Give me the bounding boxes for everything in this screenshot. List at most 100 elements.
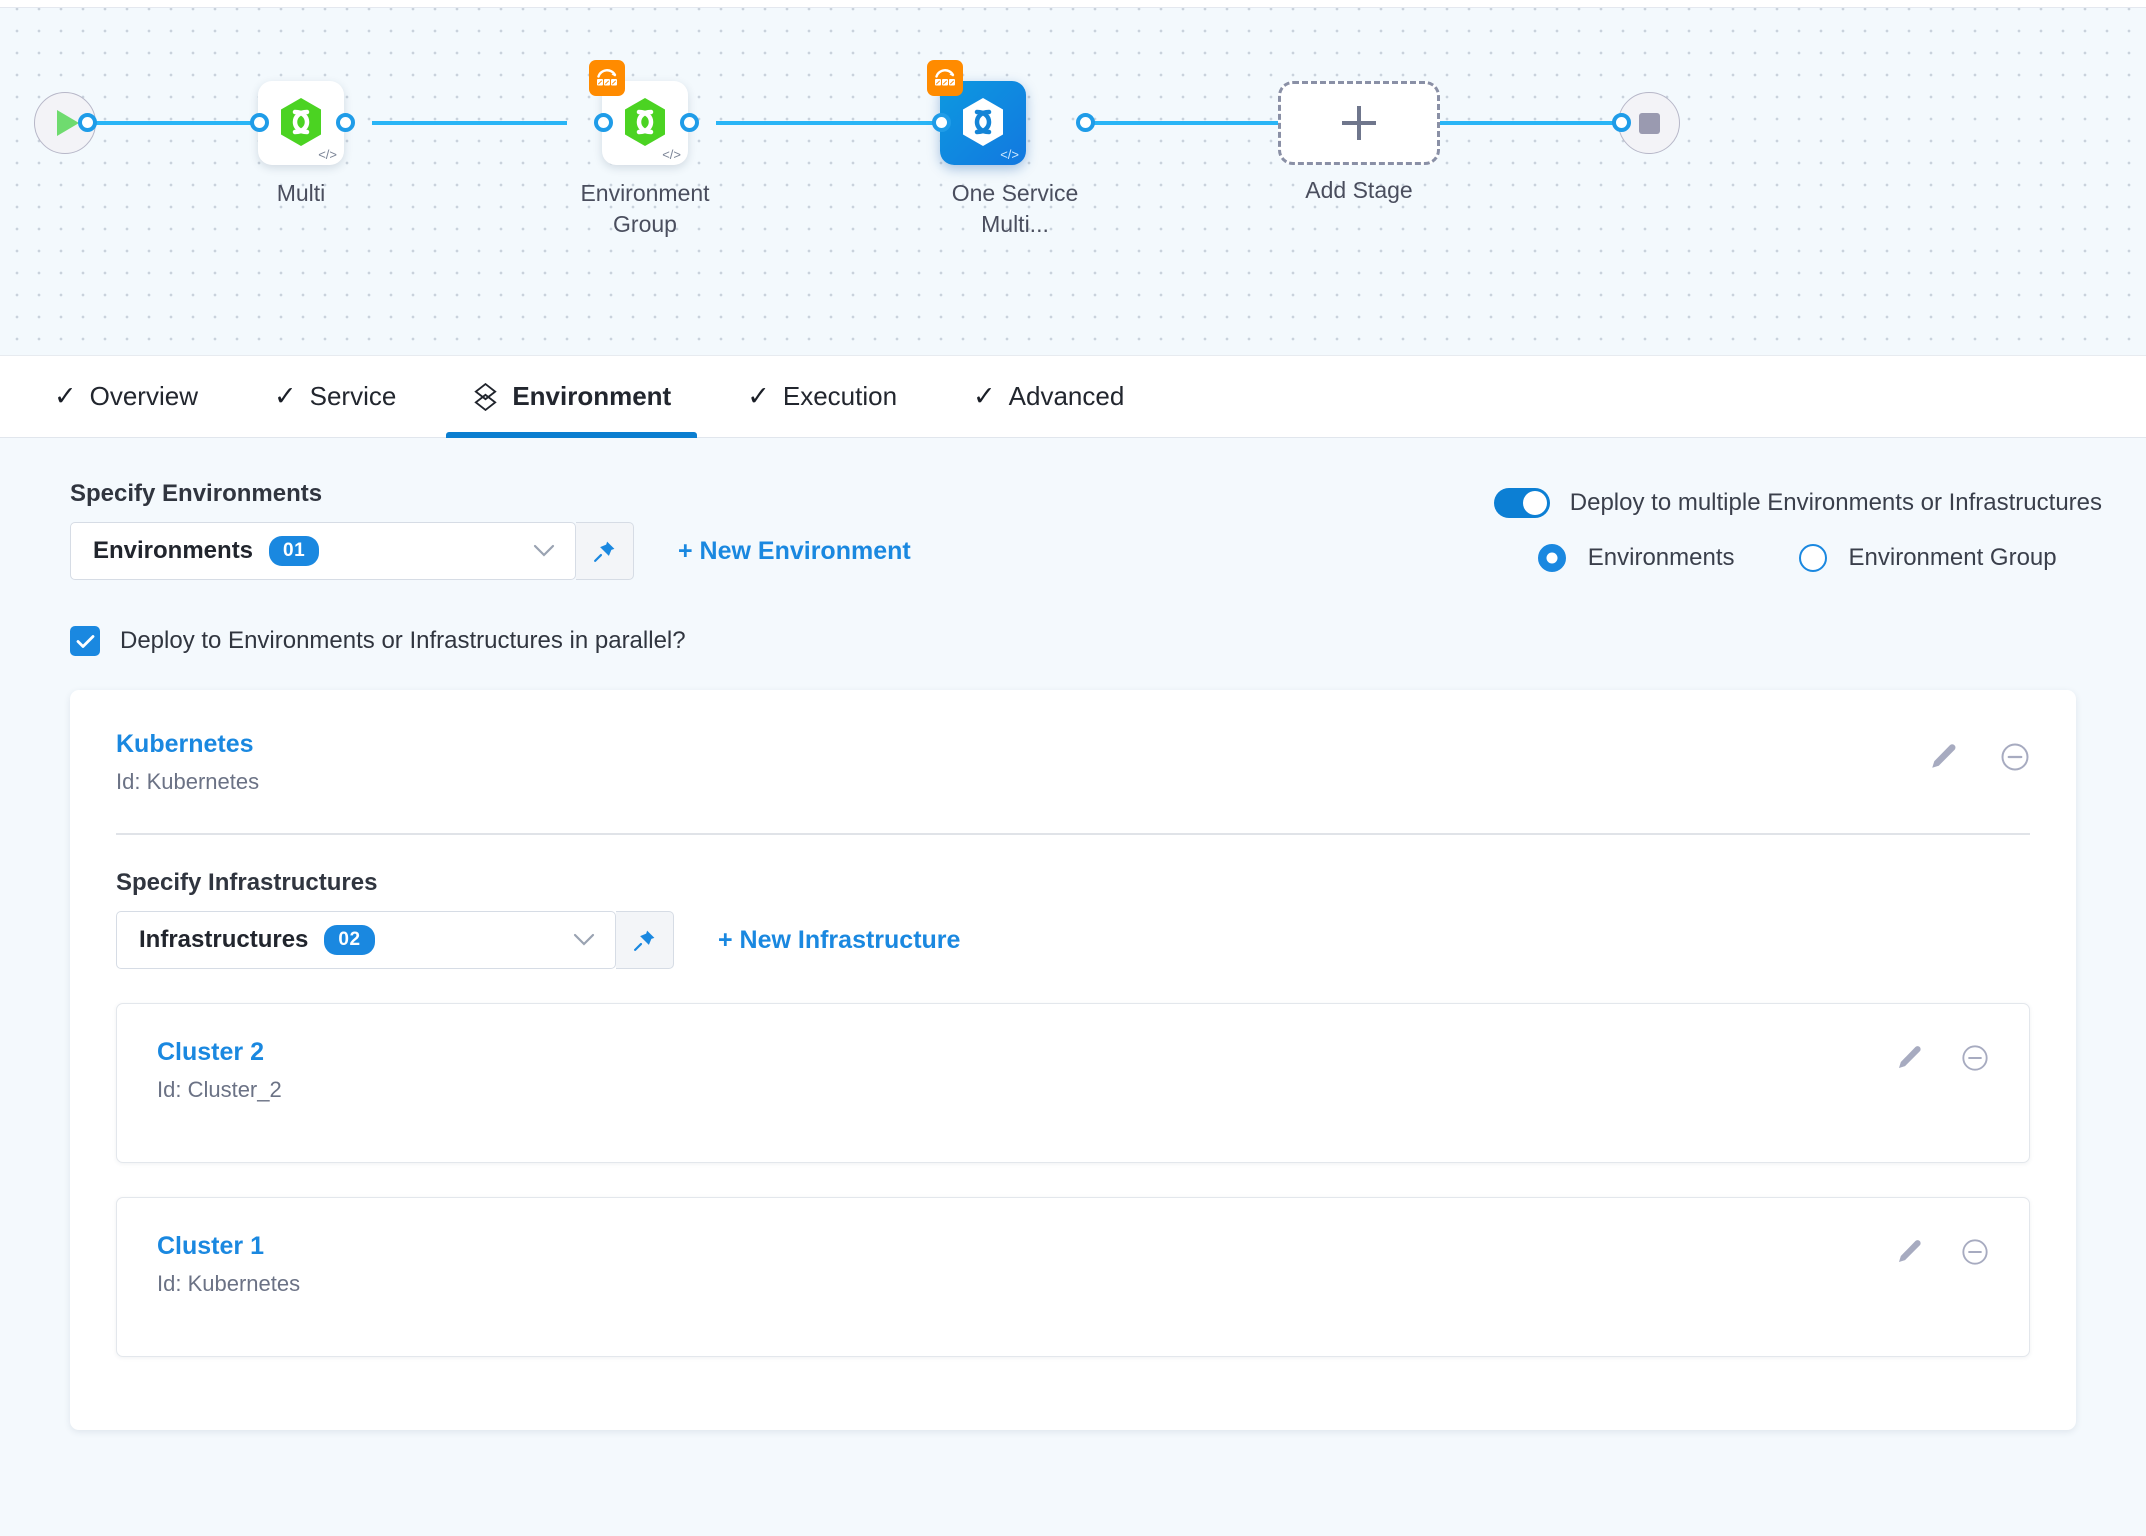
infrastructures-count-badge: 02	[324, 925, 375, 955]
harness-hexagon-icon	[963, 98, 1003, 146]
add-stage-label: Add Stage	[1305, 177, 1413, 203]
infrastructure-identity: Cluster 2 Id: Cluster_2	[157, 1038, 282, 1103]
pencil-icon	[1932, 744, 1956, 768]
pipeline-port[interactable]	[680, 113, 699, 132]
tab-service[interactable]: ✓ Service	[248, 356, 422, 437]
radio-environments[interactable]	[1537, 544, 1566, 572]
pipeline-wire	[372, 121, 567, 125]
pipeline-port[interactable]	[250, 113, 269, 132]
infrastructure-card: Cluster 2 Id: Cluster_2	[116, 1003, 2030, 1163]
infrastructure-name-link[interactable]: Cluster 2	[157, 1038, 264, 1066]
environment-name-link[interactable]: Kubernetes	[116, 730, 254, 758]
chevron-down-icon[interactable]	[533, 544, 555, 558]
parallel-deploy-checkbox[interactable]	[70, 626, 100, 656]
stage-code-icon: </>	[1000, 147, 1019, 162]
remove-environment-button[interactable]	[2000, 742, 2030, 772]
tab-execution[interactable]: ✓ Execution	[721, 356, 923, 437]
deploy-options-group: Deploy to multiple Environments or Infra…	[1493, 480, 2102, 580]
radio-environment-group-label: Environment Group	[1848, 544, 2057, 571]
new-environment-button[interactable]: + New Environment	[678, 536, 911, 565]
pencil-icon	[1898, 1240, 1921, 1263]
stop-icon	[1638, 112, 1660, 134]
infrastructure-name-link[interactable]: Cluster 1	[157, 1232, 264, 1260]
pin-infrastructures-button[interactable]	[616, 911, 674, 969]
pipeline-port[interactable]	[1076, 113, 1095, 132]
specify-environments-label: Specify Environments	[70, 480, 323, 507]
chevron-down-icon[interactable]	[573, 933, 595, 947]
pipeline-stage-one-service-multi[interactable]: </>	[927, 60, 1026, 165]
infrastructure-id: Id: Cluster_2	[157, 1077, 282, 1102]
matrix-strategy-icon	[927, 60, 963, 96]
infrastructures-select-value: Infrastructures	[139, 926, 309, 953]
edit-infrastructure-button[interactable]	[1895, 1238, 1923, 1266]
pencil-icon	[1898, 1046, 1921, 1069]
check-icon: ✓	[973, 381, 996, 411]
play-icon	[56, 110, 79, 136]
pipeline-wire	[716, 121, 936, 125]
edit-environment-button[interactable]	[1928, 742, 1958, 772]
stage-code-icon: </>	[662, 147, 681, 162]
pipeline-stage-label: Environment Group	[580, 180, 710, 237]
infrastructure-id: Id: Kubernetes	[157, 1271, 301, 1296]
tab-label: Environment	[512, 381, 672, 411]
tab-label: Execution	[782, 381, 898, 411]
environments-count-badge: 01	[269, 536, 320, 566]
deploy-multiple-label: Deploy to multiple Environments or Infra…	[1569, 489, 2102, 516]
pipeline-port[interactable]	[1612, 113, 1631, 132]
pipeline-canvas[interactable]: </> Multi </> Environment Group	[0, 8, 2146, 356]
check-icon: ✓	[747, 381, 770, 411]
toggle-knob	[1522, 491, 1547, 515]
radio-environment-group[interactable]	[1798, 544, 1827, 572]
deploy-multiple-toggle[interactable]	[1493, 488, 1550, 518]
minus-circle-icon	[2001, 743, 2029, 771]
parallel-deploy-label: Deploy to Environments or Infrastructure…	[120, 627, 686, 654]
matrix-strategy-icon	[589, 60, 625, 96]
remove-infrastructure-button[interactable]	[1961, 1238, 1989, 1266]
pipeline-port[interactable]	[336, 113, 355, 132]
pipeline-wire	[88, 121, 263, 125]
environment-identity: Kubernetes Id: Kubernetes	[116, 730, 259, 795]
pipeline-stage-environment-group[interactable]: </>	[589, 60, 688, 165]
new-infrastructure-button[interactable]: + New Infrastructure	[718, 925, 961, 954]
pipeline-stage-multi[interactable]: </>	[258, 81, 344, 165]
layers-icon	[474, 382, 497, 411]
environment-card: Kubernetes Id: Kubernetes Spe	[70, 690, 2076, 1430]
stage-config-tabs[interactable]: ✓ Overview ✓ Service Environment ✓ Execu…	[0, 356, 2146, 438]
pin-icon	[594, 541, 615, 562]
plus-icon	[1342, 106, 1376, 140]
tab-overview[interactable]: ✓ Overview	[28, 356, 224, 437]
card-divider	[116, 833, 2030, 835]
pipeline-stage-label: Multi	[276, 180, 326, 206]
environments-select[interactable]: Environments 01	[70, 522, 576, 580]
add-stage-button[interactable]	[1278, 81, 1440, 165]
tab-environment[interactable]: Environment	[446, 356, 698, 438]
environment-id: Id: Kubernetes	[116, 769, 260, 794]
check-icon: ✓	[273, 381, 297, 411]
window-top-strip	[0, 0, 2146, 8]
check-icon	[76, 634, 94, 648]
edit-infrastructure-button[interactable]	[1895, 1044, 1923, 1072]
pipeline-port[interactable]	[78, 113, 97, 132]
tab-label: Service	[309, 381, 397, 411]
minus-circle-icon	[1962, 1045, 1988, 1071]
harness-hexagon-icon	[625, 98, 665, 146]
pipeline-port[interactable]	[594, 113, 613, 132]
tab-advanced[interactable]: ✓ Advanced	[947, 356, 1150, 437]
pin-environments-button[interactable]	[576, 522, 634, 580]
pipeline-port[interactable]	[932, 113, 951, 132]
radio-environments-label: Environments	[1587, 544, 1735, 571]
stage-code-icon: </>	[318, 147, 337, 162]
minus-circle-icon	[1962, 1239, 1988, 1265]
pipeline-wire	[1430, 121, 1630, 125]
pipeline-stage-label: One Service Multi...	[951, 180, 1079, 237]
tab-label: Overview	[89, 381, 198, 411]
infrastructure-identity: Cluster 1 Id: Kubernetes	[157, 1232, 300, 1297]
specify-infrastructures-group: Specify Infrastructures Infrastructures …	[116, 835, 2030, 1357]
environments-select-value: Environments	[93, 537, 254, 564]
environment-tab-panel: Specify Environments Environments 01 + N…	[0, 438, 2146, 1536]
specify-environments-group: Specify Environments Environments 01 + N…	[70, 480, 911, 580]
infrastructures-select[interactable]: Infrastructures 02	[116, 911, 616, 969]
tab-label: Advanced	[1008, 381, 1125, 411]
remove-infrastructure-button[interactable]	[1961, 1044, 1989, 1072]
pin-icon	[634, 930, 655, 951]
